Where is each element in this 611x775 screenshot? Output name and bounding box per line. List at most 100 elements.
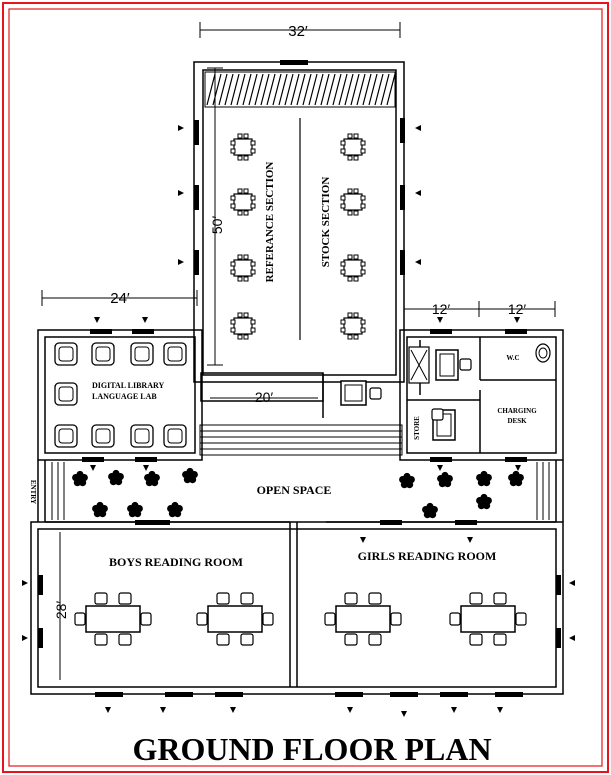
window	[455, 520, 477, 525]
shelf-icon	[410, 349, 428, 381]
window	[95, 692, 123, 697]
plant-icon	[399, 472, 415, 489]
chair-icon	[130, 424, 154, 448]
chair-icon	[347, 133, 353, 139]
window-arrow-icon	[437, 465, 443, 471]
chair-icon	[347, 188, 353, 194]
label-boys-reading-room: BOYS READING ROOM	[109, 555, 243, 569]
plants	[72, 467, 524, 519]
chair-icon	[230, 140, 236, 146]
window-arrow-icon	[437, 317, 443, 323]
label-desk: DESK	[507, 417, 527, 425]
window-arrow-icon	[360, 537, 366, 543]
chair-icon	[469, 592, 483, 605]
label-girls-reading-room: GIRLS READING ROOM	[358, 549, 497, 563]
chair-icon	[353, 312, 359, 318]
plant-icon	[437, 471, 453, 488]
window	[335, 692, 363, 697]
reading-rooms-walls	[30, 521, 564, 695]
chair-icon	[94, 592, 108, 605]
chair-icon	[469, 633, 483, 646]
chair-icon	[493, 592, 507, 605]
window	[400, 250, 405, 275]
table-icon	[460, 605, 516, 633]
window	[380, 520, 402, 525]
dim-right-width-b: 12′	[508, 301, 527, 317]
chair-icon	[360, 261, 366, 267]
label-language-lab: LANGUAGE LAB	[92, 392, 157, 401]
chair-icon	[237, 312, 243, 318]
window	[165, 692, 193, 697]
chair-icon	[390, 612, 402, 626]
window-arrow-icon	[467, 537, 473, 543]
chair-icon	[167, 346, 183, 362]
chair-icon	[368, 592, 382, 605]
chair-icon	[140, 612, 152, 626]
chair-icon	[250, 203, 256, 209]
counter-partition	[200, 372, 324, 418]
chair-icon	[237, 276, 243, 282]
chair-icon	[95, 346, 111, 362]
window	[505, 329, 527, 334]
window-arrow-icon	[569, 580, 575, 586]
table-icon	[343, 259, 363, 277]
chair-icon	[340, 195, 346, 201]
furniture	[54, 133, 551, 646]
chair-icon	[230, 319, 236, 325]
chair-icon	[347, 210, 353, 216]
chair-icon	[216, 633, 230, 646]
window	[556, 628, 561, 648]
plant-icon	[144, 470, 160, 487]
chair-icon	[250, 140, 256, 146]
window-arrow-icon	[415, 125, 421, 131]
chair-icon	[163, 424, 187, 448]
chair-icon	[163, 342, 187, 366]
desk-icon	[435, 349, 459, 381]
chair-icon	[243, 210, 249, 216]
chair-icon	[344, 633, 358, 646]
library-walls	[193, 61, 405, 383]
window	[90, 329, 112, 334]
window	[400, 185, 405, 210]
chair-icon	[250, 327, 256, 333]
window-arrow-icon	[230, 707, 236, 713]
chair-icon	[243, 254, 249, 260]
chair-icon	[360, 203, 366, 209]
plant-icon	[476, 470, 492, 487]
chair-icon	[243, 155, 249, 161]
window	[82, 457, 104, 462]
chair-icon	[353, 155, 359, 161]
chair-icon	[118, 592, 132, 605]
window	[505, 457, 527, 462]
window	[38, 575, 43, 595]
window-arrow-icon	[569, 635, 575, 641]
desk-icon	[436, 413, 452, 437]
window	[430, 457, 452, 462]
chair-icon	[243, 334, 249, 340]
window-arrow-icon	[178, 125, 184, 131]
page-title: GROUND FLOOR PLAN	[132, 731, 491, 767]
window-arrow-icon	[142, 317, 148, 323]
hatched-strip	[204, 71, 396, 108]
chair-icon	[91, 342, 115, 366]
chair-icon	[243, 133, 249, 139]
plant-icon	[108, 469, 124, 486]
window-arrow-icon	[90, 465, 96, 471]
plant-icon	[127, 501, 143, 518]
toilet-icon	[538, 347, 548, 359]
dim-library-height: 50′	[209, 216, 225, 235]
window-arrow-icon	[347, 707, 353, 713]
windows	[38, 60, 561, 697]
chair-icon	[230, 195, 236, 201]
desk-icon	[439, 353, 455, 377]
window	[390, 692, 418, 697]
entry-steps-right	[536, 462, 550, 520]
staircase-icon	[199, 424, 403, 456]
window-arrow-icon	[451, 707, 457, 713]
window	[215, 692, 243, 697]
chair-icon	[431, 408, 444, 421]
chair-icon	[353, 188, 359, 194]
chair-icon	[360, 319, 366, 325]
window-arrow-icon	[105, 707, 111, 713]
